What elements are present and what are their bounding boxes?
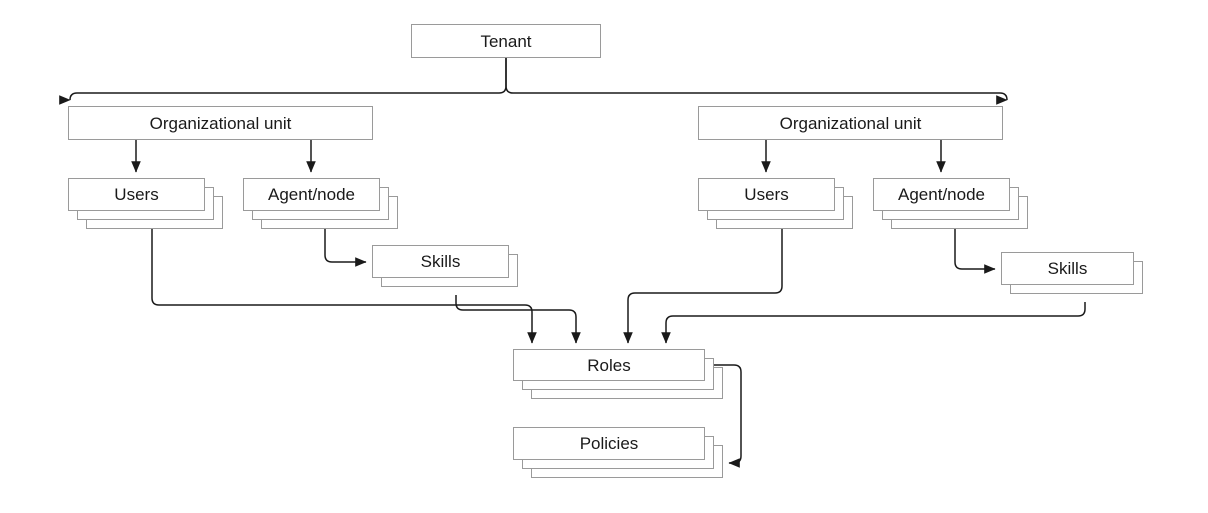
node-skills-left[interactable]: Skills (372, 245, 518, 287)
edge-roles-to-policies (705, 364, 742, 468)
node-skills-right[interactable]: Skills (1001, 252, 1143, 294)
node-roles[interactable]: Roles (513, 349, 723, 399)
node-label: Roles (587, 355, 631, 375)
node-tenant[interactable]: Tenant (411, 24, 601, 58)
node-card-front[interactable]: Roles (513, 349, 705, 381)
node-label: Tenant (480, 31, 532, 51)
node-card-front[interactable]: Agent/node (243, 178, 380, 211)
node-card-front[interactable]: Skills (1001, 252, 1134, 285)
node-label: Organizational unit (149, 113, 292, 133)
edge-users-right-to-roles (623, 228, 783, 344)
edge-agent-right-to-skills-right (954, 228, 996, 274)
node-label: Organizational unit (779, 113, 922, 133)
node-agent-node-left[interactable]: Agent/node (243, 178, 398, 229)
edge-tenant-to-org-left (65, 58, 507, 101)
node-label: Users (114, 185, 159, 204)
edge-agent-left-to-skills-left (324, 228, 367, 267)
node-users-right[interactable]: Users (698, 178, 853, 229)
node-label: Policies (579, 434, 639, 453)
node-policies[interactable]: Policies (513, 427, 723, 478)
edge-tenant-to-org-right (505, 58, 1012, 101)
node-card-front[interactable]: Agent/node (873, 178, 1010, 211)
node-label: Skills (420, 252, 461, 271)
edge-users-left-to-roles (151, 228, 537, 344)
node-org-unit-right[interactable]: Organizational unit (698, 106, 1003, 140)
node-card-front[interactable]: Organizational unit (68, 106, 373, 140)
edge-skills-left-to-roles (455, 295, 581, 344)
node-label: Users (744, 185, 789, 204)
edge-skills-right-to-roles (661, 302, 1086, 344)
node-card-front[interactable]: Policies (513, 427, 705, 460)
node-label: Skills (1047, 259, 1088, 278)
node-agent-node-right[interactable]: Agent/node (873, 178, 1028, 229)
node-card-front[interactable]: Tenant (411, 24, 601, 58)
node-label: Agent/node (898, 185, 985, 204)
node-label: Agent/node (268, 185, 355, 204)
node-card-front[interactable]: Skills (372, 245, 509, 278)
node-org-unit-left[interactable]: Organizational unit (68, 106, 373, 140)
node-card-front[interactable]: Users (68, 178, 205, 211)
node-users-left[interactable]: Users (68, 178, 223, 229)
node-card-front[interactable]: Users (698, 178, 835, 211)
node-card-front[interactable]: Organizational unit (698, 106, 1003, 140)
